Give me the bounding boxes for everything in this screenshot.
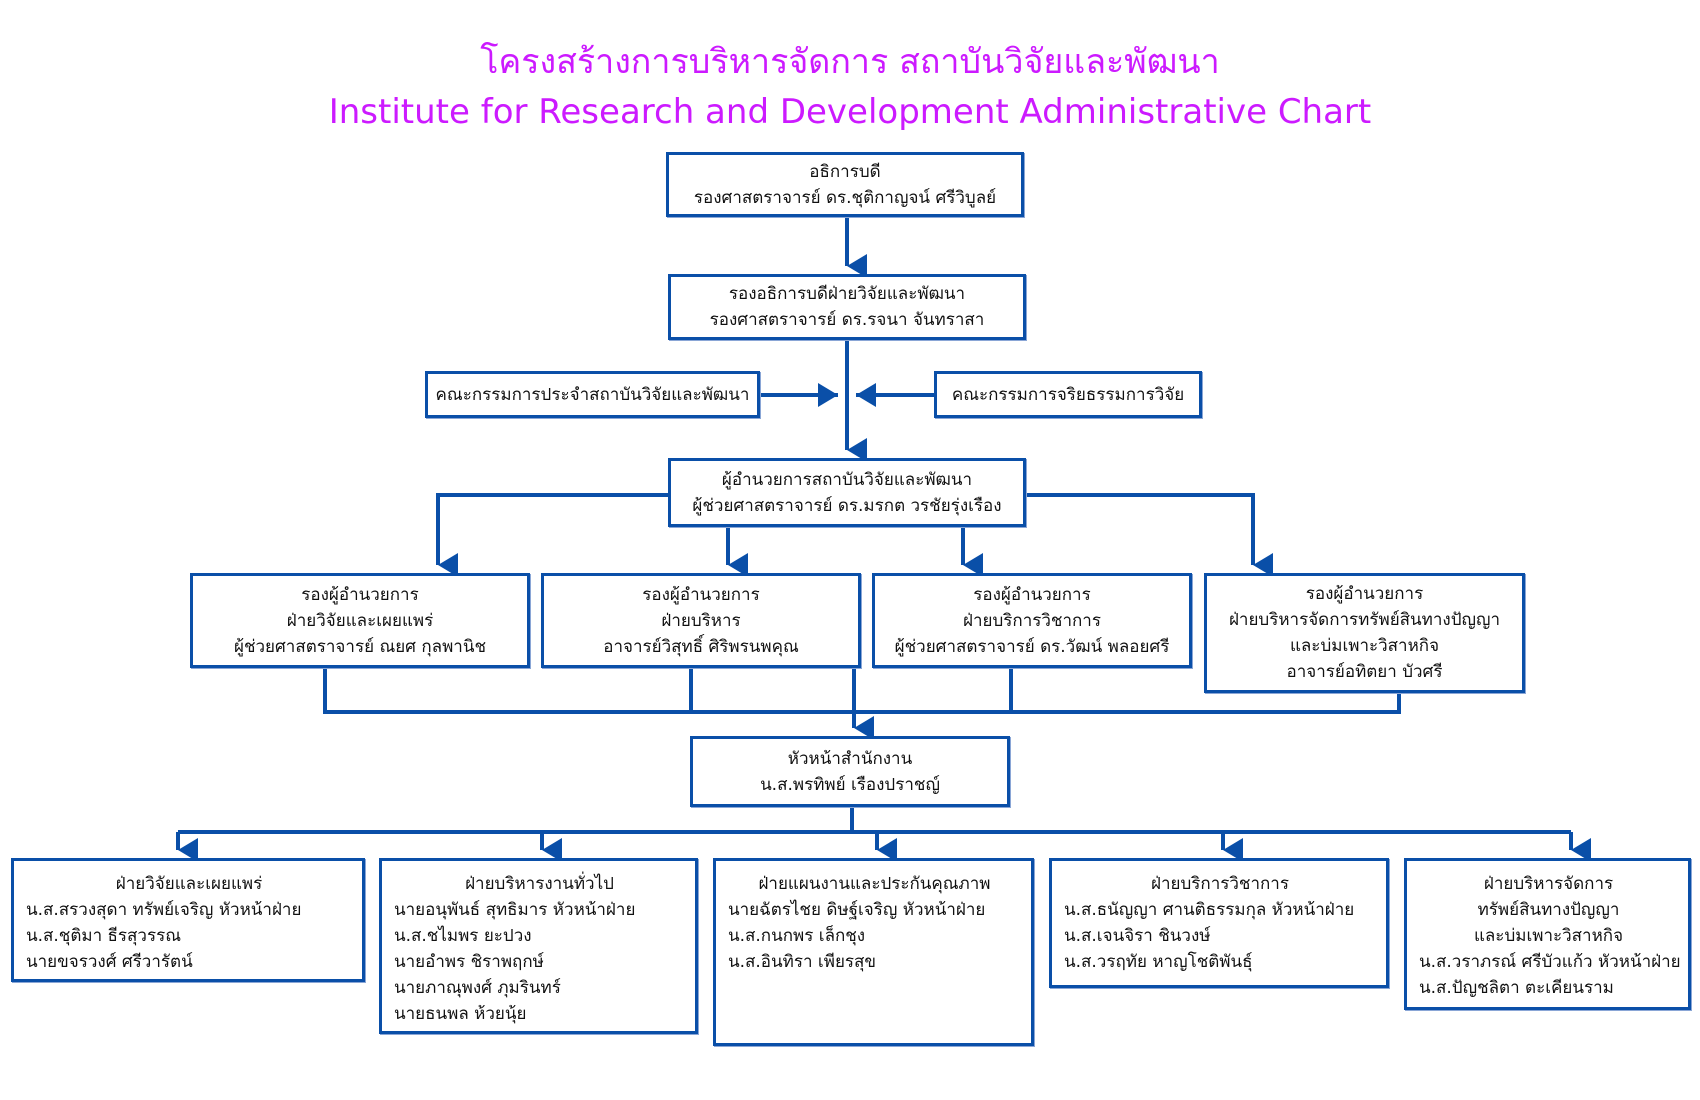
deputy-position: รองผู้อำนวยการ: [973, 584, 1091, 605]
deputy-name: อาจารย์วิสุทธิ์ ศิริพรนพคุณ: [603, 636, 799, 657]
unit-box: ฝ่ายบริหารจัดการ ทรัพย์สินทางปัญญา และบ่…: [1404, 858, 1691, 1010]
deputy-position: รองผู้อำนวยการ: [1305, 584, 1424, 604]
unit-title: ฝ่ายวิจัยและเผยแพร่: [115, 874, 263, 894]
deputy-position: รองผู้อำนวยการ: [642, 584, 760, 605]
deputy-division-cont: และบ่มเพาะวิสาหกิจ: [1289, 636, 1440, 656]
director-name: ผู้ช่วยศาสตราจารย์ ดร.มรกต วรชัยรุ่งเรือ…: [692, 495, 1002, 516]
office-head-box: หัวหน้าสำนักงาน น.ส.พรทิพย์ เรืองปราชญ์: [690, 736, 1010, 807]
committee-institute-label: คณะกรรมการประจำสถาบันวิจัยและพัฒนา: [435, 384, 750, 405]
vice-president-position: รองอธิการบดีฝ่ายวิจัยและพัฒนา: [728, 284, 966, 304]
committee-ethics-label: คณะกรรมการจริยธรรมการวิจัย: [951, 384, 1185, 405]
unit-member: น.ส.อินทิรา เพียรสุข: [728, 952, 877, 972]
office-head-name: น.ส.พรทิพย์ เรืองปราชญ์: [760, 774, 940, 795]
deputy-name: ผู้ช่วยศาสตราจารย์ ดร.วัฒน์ พลอยศรี: [894, 636, 1170, 657]
unit-title: ฝ่ายบริการวิชาการ: [1151, 874, 1289, 894]
unit-title: ฝ่ายบริหารงานทั่วไป: [465, 874, 614, 894]
deputy-box: รองผู้อำนวยการ ฝ่ายบริหาร อาจารย์วิสุทธิ…: [541, 573, 861, 668]
director-box: ผู้อำนวยการสถาบันวิจัยและพัฒนา ผู้ช่วยศา…: [668, 458, 1026, 527]
unit-box: ฝ่ายบริการวิชาการ น.ส.ธนัญญา ศานติธรรมกุ…: [1049, 858, 1389, 988]
committee-institute-box: คณะกรรมการประจำสถาบันวิจัยและพัฒนา: [425, 371, 760, 418]
chart-title-thai: โครงสร้างการบริหารจัดการ สถาบันวิจัยและพ…: [480, 42, 1220, 82]
chart-title-english: Institute for Research and Development A…: [328, 92, 1372, 132]
president-name: รองศาสตราจารย์ ดร.ชุติกาญจน์ ศรีวิบูลย์: [693, 187, 997, 208]
unit-member: นายธนพล ห้วยนุ้ย: [394, 1004, 527, 1024]
unit-member: น.ส.สรวงสุดา ทรัพย์เจริญ หัวหน้าฝ่าย: [26, 900, 302, 920]
unit-member: น.ส.ชุติมา ธีรสุวรรณ: [26, 926, 182, 946]
deputy-division: ฝ่ายวิจัยและเผยแพร่: [286, 610, 434, 631]
connector-director-deputy-4: [1026, 493, 1273, 577]
deputy-division: ฝ่ายบริหารจัดการทรัพย์สินทางปัญญา: [1228, 610, 1501, 630]
deputy-box: รองผู้อำนวยการ ฝ่ายบริการวิชาการ ผู้ช่วย…: [872, 573, 1192, 668]
deputy-name: อาจารย์อทิตยา บัวศรี: [1286, 662, 1443, 682]
unit-member: นายภาณุพงศ์ ภุมรินทร์: [394, 978, 561, 998]
unit-member: นายอนุพันธ์ สุทธิมาร หัวหน้าฝ่าย: [394, 900, 636, 920]
president-box: อธิการบดี รองศาสตราจารย์ ดร.ชุติกาญจน์ ศ…: [666, 152, 1024, 217]
unit-member: น.ส.ปัญชลิตา ตะเคียนราม: [1419, 978, 1614, 998]
deputy-position: รองผู้อำนวยการ: [301, 584, 419, 605]
office-head-position: หัวหน้าสำนักงาน: [787, 748, 913, 769]
deputy-box: รองผู้อำนวยการ ฝ่ายวิจัยและเผยแพร่ ผู้ช่…: [190, 573, 530, 668]
unit-title: ฝ่ายบริหารจัดการ: [1483, 874, 1614, 894]
unit-member: น.ส.วรฤทัย หาญโชติพันธุ์: [1064, 952, 1253, 972]
connector-deputies-bus: [323, 668, 1401, 714]
unit-member: น.ส.ธนัญญา ศานติธรรมกุล หัวหน้าฝ่าย: [1064, 900, 1355, 920]
deputy-division: ฝ่ายบริหาร: [661, 610, 741, 631]
president-position: อธิการบดี: [809, 161, 881, 182]
unit-box: ฝ่ายแผนงานและประกันคุณภาพ นายฉัตรไชย ดิษ…: [713, 858, 1034, 1046]
unit-member: นายอำพร ชิราพฤกษ์: [394, 952, 544, 972]
deputy-division: ฝ่ายบริการวิชาการ: [963, 610, 1101, 631]
unit-box: ฝ่ายบริหารงานทั่วไป นายอนุพันธ์ สุทธิมาร…: [379, 858, 698, 1034]
deputy-box: รองผู้อำนวยการ ฝ่ายบริหารจัดการทรัพย์สิน…: [1204, 573, 1525, 693]
vice-president-box: รองอธิการบดีฝ่ายวิจัยและพัฒนา รองศาสตราจ…: [668, 274, 1026, 340]
deputy-name: ผู้ช่วยศาสตราจารย์ ณยศ กุลพานิช: [234, 636, 486, 657]
unit-title: และบ่มเพาะวิสาหกิจ: [1473, 926, 1624, 946]
unit-member: นายขจรวงศ์ ศรีวารัตน์: [26, 952, 193, 972]
unit-member: น.ส.กนกพร เล็กชุง: [728, 926, 866, 946]
unit-member: น.ส.เจนจิรา ชินวงษ์: [1064, 926, 1211, 946]
connector-director-deputy-1: [436, 493, 668, 577]
unit-member: น.ส.วราภรณ์ ศรีบัวแก้ว หัวหน้าฝ่าย: [1419, 952, 1681, 972]
unit-member: นายฉัตรไชย ดิษฐ์เจริญ หัวหน้าฝ่าย: [728, 900, 986, 920]
committee-ethics-box: คณะกรรมการจริยธรรมการวิจัย: [934, 371, 1202, 418]
unit-title: ทรัพย์สินทางปัญญา: [1477, 900, 1620, 920]
unit-title: ฝ่ายแผนงานและประกันคุณภาพ: [758, 874, 991, 894]
director-position: ผู้อำนวยการสถาบันวิจัยและพัฒนา: [721, 469, 973, 490]
unit-member: น.ส.ชไมพร ยะปวง: [394, 926, 532, 946]
unit-box: ฝ่ายวิจัยและเผยแพร่ น.ส.สรวงสุดา ทรัพย์เ…: [11, 858, 365, 982]
vice-president-name: รองศาสตราจารย์ ดร.รจนา จันทราสา: [709, 310, 985, 330]
